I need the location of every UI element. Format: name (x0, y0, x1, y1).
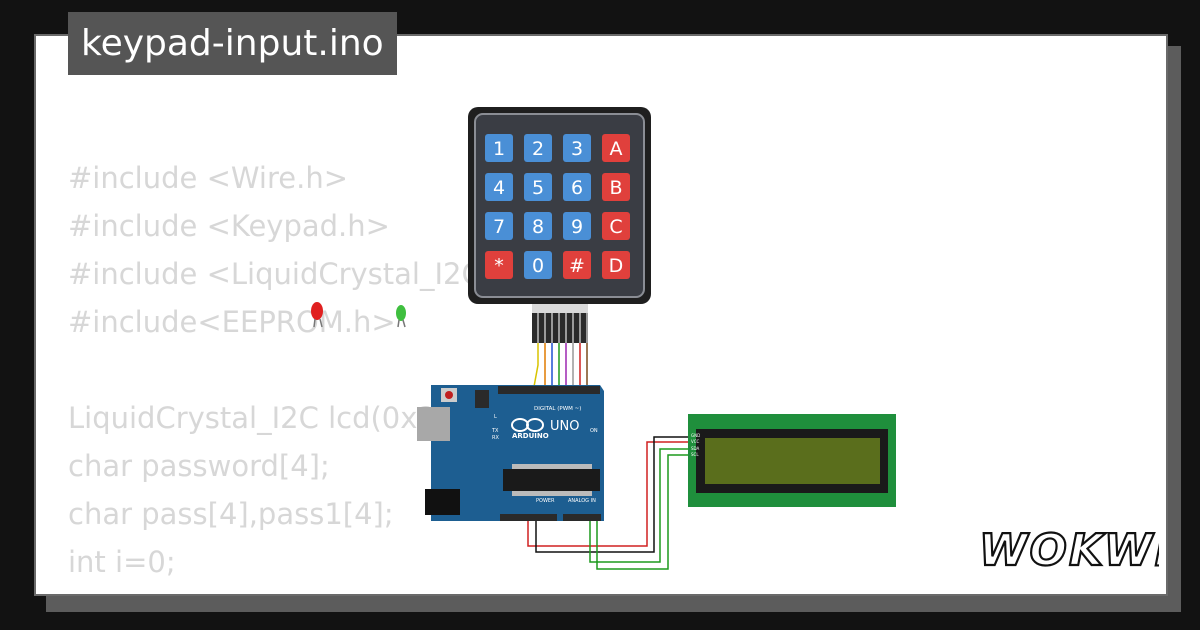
keypad-key-label: 0 (532, 255, 544, 277)
keypad-key-label: 8 (532, 216, 544, 238)
keypad-key-label: 4 (493, 177, 505, 199)
arduino-infinity-logo (511, 418, 544, 432)
keypad-key[interactable]: 8 (524, 212, 552, 240)
keypad-key-label: 9 (571, 216, 583, 238)
keypad-key[interactable]: D (602, 251, 630, 279)
digital-header (498, 386, 600, 394)
keypad-key-label: 6 (571, 177, 583, 199)
keypad-key[interactable]: # (563, 251, 591, 279)
keypad-key[interactable]: 7 (485, 212, 513, 240)
keypad-key[interactable]: 5 (524, 173, 552, 201)
code-line: #include <LiquidCrystal_I2C (68, 257, 482, 291)
keypad-key[interactable]: C (602, 212, 630, 240)
keypad-key-label: B (609, 177, 622, 199)
keypad-key[interactable]: 9 (563, 212, 591, 240)
digital-label: DIGITAL (PWM ~) (534, 406, 581, 412)
keypad-key-label: C (609, 216, 622, 238)
power-header (500, 514, 557, 521)
model-label: UNO (550, 419, 579, 434)
keypad-key-label: A (610, 138, 623, 160)
lcd-pin-sda: SDA (691, 446, 700, 451)
code-line: int i=0; (68, 545, 176, 579)
keypad-key-label: 5 (532, 177, 544, 199)
keypad-key[interactable]: 1 (485, 134, 513, 162)
keypad-key-label: 2 (532, 138, 544, 160)
on-label: ON (590, 428, 598, 434)
wokwi-logo: WOKWi (978, 524, 1159, 577)
keypad-key[interactable]: 6 (563, 173, 591, 201)
tx-label: TX (491, 428, 499, 434)
code-line: #include <Wire.h> (68, 161, 349, 195)
lcd-screen (705, 438, 880, 484)
keypad-wires (532, 343, 588, 393)
keypad-key[interactable]: 2 (524, 134, 552, 162)
keypad-key[interactable]: 3 (563, 134, 591, 162)
microcontroller-chip (503, 469, 600, 491)
keypad-key[interactable]: A (602, 134, 630, 162)
analog-header (563, 514, 601, 521)
keypad-key-label: * (494, 255, 504, 277)
wokwi-logo-text: WOKWi (979, 525, 1159, 576)
keypad-key-label: 7 (493, 216, 505, 238)
power-jack (425, 489, 460, 515)
keypad-key-label: D (609, 255, 624, 277)
project-title: keypad-input.ino (68, 12, 397, 75)
red-led-icon (311, 302, 323, 328)
keypad-key[interactable]: B (602, 173, 630, 201)
code-line: #include<EEPROM.h> (68, 305, 396, 339)
analog-label: ANALOG IN (568, 498, 596, 504)
keypad-key-label: 3 (571, 138, 583, 160)
lcd-1602-i2c[interactable]: GND VCC SDA SCL (688, 414, 896, 507)
code-line: #include <Keypad.h> (68, 209, 390, 243)
brand-label: ARDUINO (512, 432, 549, 440)
code-line: char pass[4],pass1[4]; (68, 497, 394, 531)
code-line: LiquidCrystal_I2C lcd(0x2 (68, 401, 436, 435)
keypad-key-label: 1 (493, 138, 505, 160)
l-label: L (494, 414, 497, 420)
green-led-icon (396, 305, 406, 328)
keypad-4x4[interactable]: 1 2 3 A 4 5 6 B 7 8 9 C * 0 # D (468, 107, 651, 343)
keypad-key[interactable]: * (485, 251, 513, 279)
usb-port (417, 407, 450, 441)
code-preview: #include <Wire.h> #include <Keypad.h> #i… (68, 154, 482, 586)
keypad-key[interactable]: 4 (485, 173, 513, 201)
keypad-key-label: # (569, 255, 585, 277)
power-label: POWER (536, 498, 555, 504)
arduino-uno-board[interactable]: DIGITAL (PWM ~) TX RX L UNO ARDUINO ON P… (417, 385, 604, 521)
lcd-pin-gnd: GND (691, 433, 700, 438)
lcd-pin-vcc: VCC (691, 439, 700, 444)
keypad-key[interactable]: 0 (524, 251, 552, 279)
lcd-wires (527, 436, 690, 570)
rx-label: RX (492, 435, 499, 441)
code-line: char password[4]; (68, 449, 330, 483)
lcd-pin-scl: SCL (691, 452, 699, 457)
